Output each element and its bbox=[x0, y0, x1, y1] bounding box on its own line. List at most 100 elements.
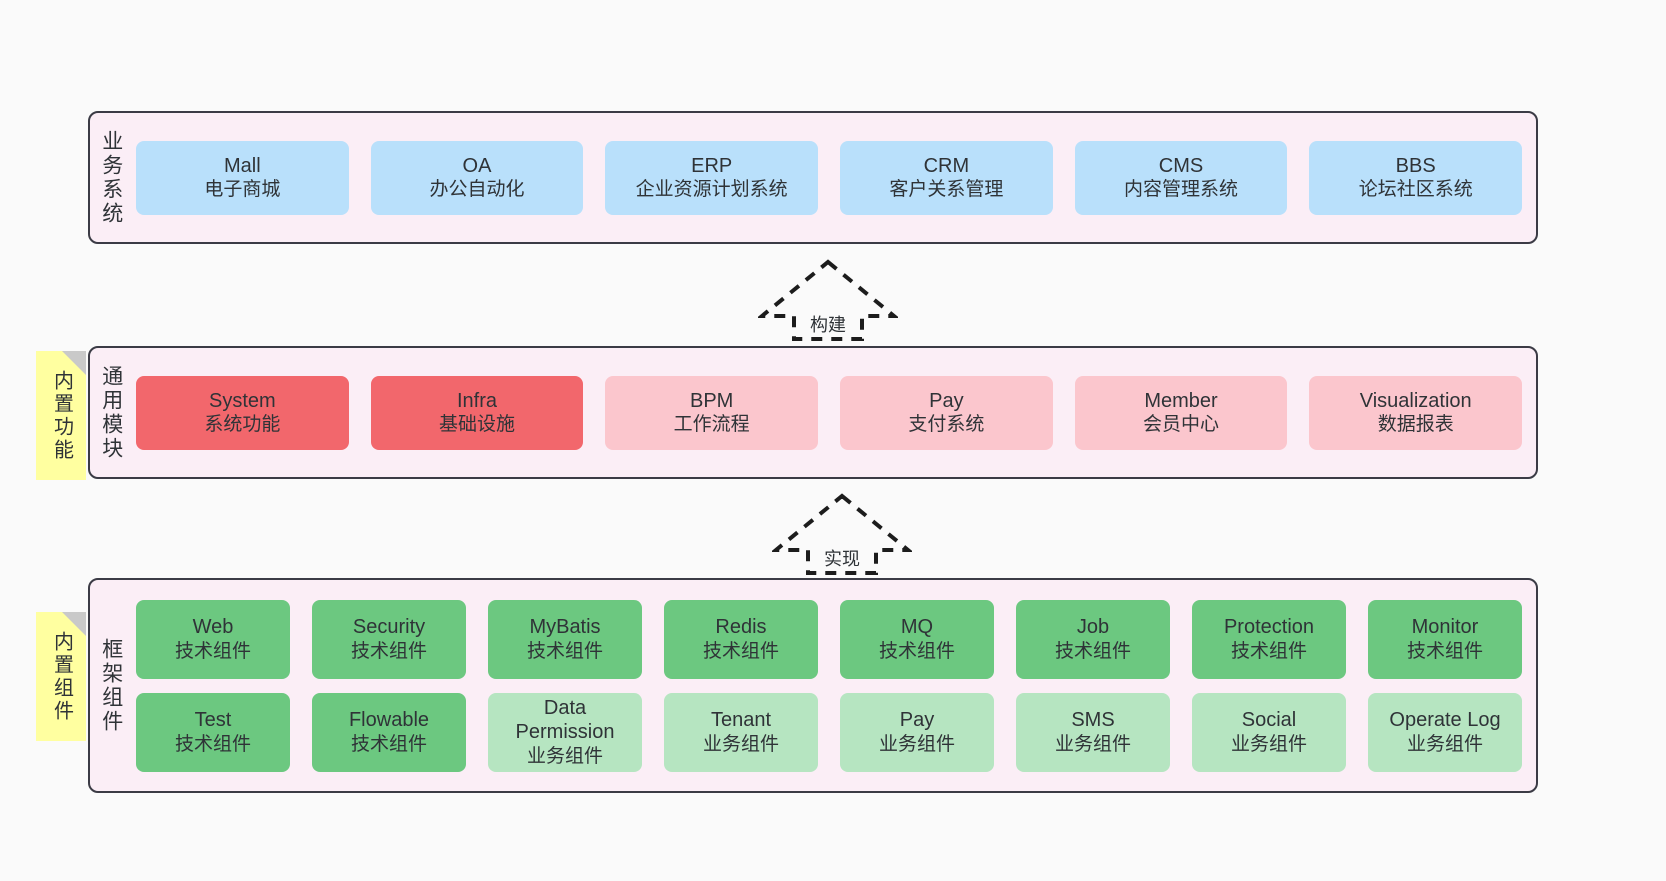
card-subtitle: 业务组件 bbox=[1406, 733, 1483, 755]
card-subtitle: 业务组件 bbox=[702, 733, 779, 755]
card-member[interactable]: Member 会员中心 bbox=[1074, 375, 1288, 450]
card-subtitle: 工作流程 bbox=[673, 414, 750, 436]
card-pay[interactable]: Pay 支付系统 bbox=[840, 375, 1053, 450]
card-mall[interactable]: Mall 电子商城 bbox=[136, 140, 349, 215]
card-crm[interactable]: CRM 客户关系管理 bbox=[840, 140, 1053, 215]
card-row: System 系统功能 Infra 基础设施 BPM 工作流程 Pay 支付系统… bbox=[136, 375, 1523, 450]
card-title: MyBatis bbox=[529, 616, 601, 639]
card-operate-log[interactable]: Operate Log 业务组件 bbox=[1368, 692, 1522, 772]
layer-label-framework-components: 框架组件 bbox=[99, 637, 123, 734]
card-title: System bbox=[208, 389, 276, 412]
card-subtitle: 数据报表 bbox=[1377, 414, 1454, 436]
card-title: Pay bbox=[929, 389, 964, 412]
card-subtitle: 技术组件 bbox=[878, 640, 955, 662]
card-subtitle: 技术组件 bbox=[702, 640, 779, 662]
connector-label: 实现 bbox=[822, 545, 862, 571]
card-mq[interactable]: MQ 技术组件 bbox=[840, 599, 994, 679]
card-monitor[interactable]: Monitor 技术组件 bbox=[1368, 599, 1522, 679]
layer-label-business-systems: 业务系统 bbox=[99, 129, 123, 226]
card-protection[interactable]: Protection 技术组件 bbox=[1192, 599, 1346, 679]
card-visualization[interactable]: Visualization 数据报表 bbox=[1309, 375, 1523, 450]
card-test[interactable]: Test 技术组件 bbox=[136, 692, 290, 772]
card-subtitle: 论坛社区系统 bbox=[1358, 179, 1473, 201]
card-bbs[interactable]: BBS 论坛社区系统 bbox=[1309, 140, 1523, 215]
card-row: Web 技术组件 Security 技术组件 MyBatis 技术组件 Redi… bbox=[136, 599, 1522, 679]
card-subtitle: 会员中心 bbox=[1143, 414, 1220, 436]
card-web[interactable]: Web 技术组件 bbox=[136, 599, 290, 679]
layer-body-common-modules: System 系统功能 Infra 基础设施 BPM 工作流程 Pay 支付系统… bbox=[132, 348, 1536, 477]
layer-common-modules: 通用模块 System 系统功能 Infra 基础设施 BPM 工作流程 Pay… bbox=[88, 346, 1538, 479]
card-title: CMS bbox=[1158, 154, 1204, 177]
card-title: Test bbox=[194, 709, 232, 732]
card-title: Monitor bbox=[1411, 616, 1479, 639]
card-flowable[interactable]: Flowable 技术组件 bbox=[312, 692, 466, 772]
card-mybatis[interactable]: MyBatis 技术组件 bbox=[488, 599, 642, 679]
card-security[interactable]: Security 技术组件 bbox=[312, 599, 466, 679]
card-title: Pay bbox=[899, 709, 935, 732]
sticky-note-label: 内置组件 bbox=[50, 630, 73, 723]
layer-body-business-systems: Mall 电子商城 OA 办公自动化 ERP 企业资源计划系统 CRM 客户关系… bbox=[132, 113, 1536, 242]
card-social[interactable]: Social 业务组件 bbox=[1192, 692, 1346, 772]
card-bpm[interactable]: BPM 工作流程 bbox=[605, 375, 819, 450]
card-subtitle: 内容管理系统 bbox=[1124, 179, 1239, 201]
card-title: ERP bbox=[691, 154, 733, 177]
card-sms[interactable]: SMS 业务组件 bbox=[1016, 692, 1170, 772]
implement-arrow-icon bbox=[770, 493, 914, 575]
card-title: Tenant bbox=[710, 709, 772, 732]
card-title: SMS bbox=[1071, 709, 1115, 732]
connector-implement: 实现 bbox=[770, 492, 914, 577]
card-subtitle: 技术组件 bbox=[526, 640, 603, 662]
card-subtitle: 企业资源计划系统 bbox=[635, 179, 788, 201]
card-title: MQ bbox=[900, 616, 934, 639]
card-oa[interactable]: OA 办公自动化 bbox=[370, 140, 584, 215]
build-arrow-icon bbox=[756, 259, 900, 341]
card-redis[interactable]: Redis 技术组件 bbox=[664, 599, 818, 679]
card-subtitle: 技术组件 bbox=[1230, 640, 1307, 662]
layer-body-framework-components: Web 技术组件 Security 技术组件 MyBatis 技术组件 Redi… bbox=[132, 580, 1536, 791]
card-title: Redis bbox=[715, 616, 767, 639]
card-subtitle: 技术组件 bbox=[174, 733, 251, 755]
card-subtitle: 业务组件 bbox=[1054, 733, 1131, 755]
card-title: OA bbox=[462, 154, 492, 177]
card-subtitle: 系统功能 bbox=[204, 414, 281, 436]
card-title: Social bbox=[1241, 709, 1297, 732]
card-title: Flowable bbox=[348, 709, 430, 732]
card-subtitle: 业务组件 bbox=[878, 733, 955, 755]
card-cms[interactable]: CMS 内容管理系统 bbox=[1074, 140, 1288, 215]
connector-label: 构建 bbox=[808, 311, 848, 337]
card-tenant[interactable]: Tenant 业务组件 bbox=[664, 692, 818, 772]
card-subtitle: 技术组件 bbox=[1054, 640, 1131, 662]
card-title: BBS bbox=[1395, 154, 1436, 177]
card-pay-component[interactable]: Pay 业务组件 bbox=[840, 692, 994, 772]
card-title: Web bbox=[192, 616, 234, 639]
card-title: Infra bbox=[456, 389, 498, 412]
card-title: Protection bbox=[1223, 616, 1315, 639]
card-data-permission[interactable]: Data Permission 业务组件 bbox=[488, 692, 642, 772]
card-subtitle: 技术组件 bbox=[350, 733, 427, 755]
sticky-note-builtin-components: 内置组件 bbox=[36, 612, 86, 741]
sticky-note-label: 内置功能 bbox=[50, 369, 73, 462]
layer-framework-components: 框架组件 Web 技术组件 Security 技术组件 MyBatis 技术组件… bbox=[88, 578, 1538, 793]
card-title: Operate Log bbox=[1389, 709, 1501, 732]
card-system[interactable]: System 系统功能 bbox=[136, 375, 349, 450]
card-job[interactable]: Job 技术组件 bbox=[1016, 599, 1170, 679]
card-subtitle: 业务组件 bbox=[1230, 733, 1307, 755]
card-title: BPM bbox=[690, 389, 734, 412]
card-subtitle: 客户关系管理 bbox=[889, 179, 1004, 201]
layer-label-common-modules: 通用模块 bbox=[99, 364, 123, 461]
card-title: Visualization bbox=[1359, 389, 1472, 412]
card-title: Member bbox=[1144, 389, 1218, 412]
card-subtitle: 电子商城 bbox=[204, 179, 281, 201]
connector-build: 构建 bbox=[756, 258, 900, 343]
card-infra[interactable]: Infra 基础设施 bbox=[370, 375, 584, 450]
card-subtitle: 基础设施 bbox=[439, 414, 516, 436]
card-title: Security bbox=[352, 616, 426, 639]
card-row: Test 技术组件 Flowable 技术组件 Data Permission … bbox=[136, 692, 1522, 772]
card-erp[interactable]: ERP 企业资源计划系统 bbox=[605, 140, 819, 215]
card-row: Mall 电子商城 OA 办公自动化 ERP 企业资源计划系统 CRM 客户关系… bbox=[136, 140, 1523, 215]
card-subtitle: 业务组件 bbox=[526, 745, 603, 767]
card-title: Job bbox=[1076, 616, 1110, 639]
card-title: Mall bbox=[224, 154, 261, 177]
card-subtitle: 支付系统 bbox=[908, 414, 985, 436]
